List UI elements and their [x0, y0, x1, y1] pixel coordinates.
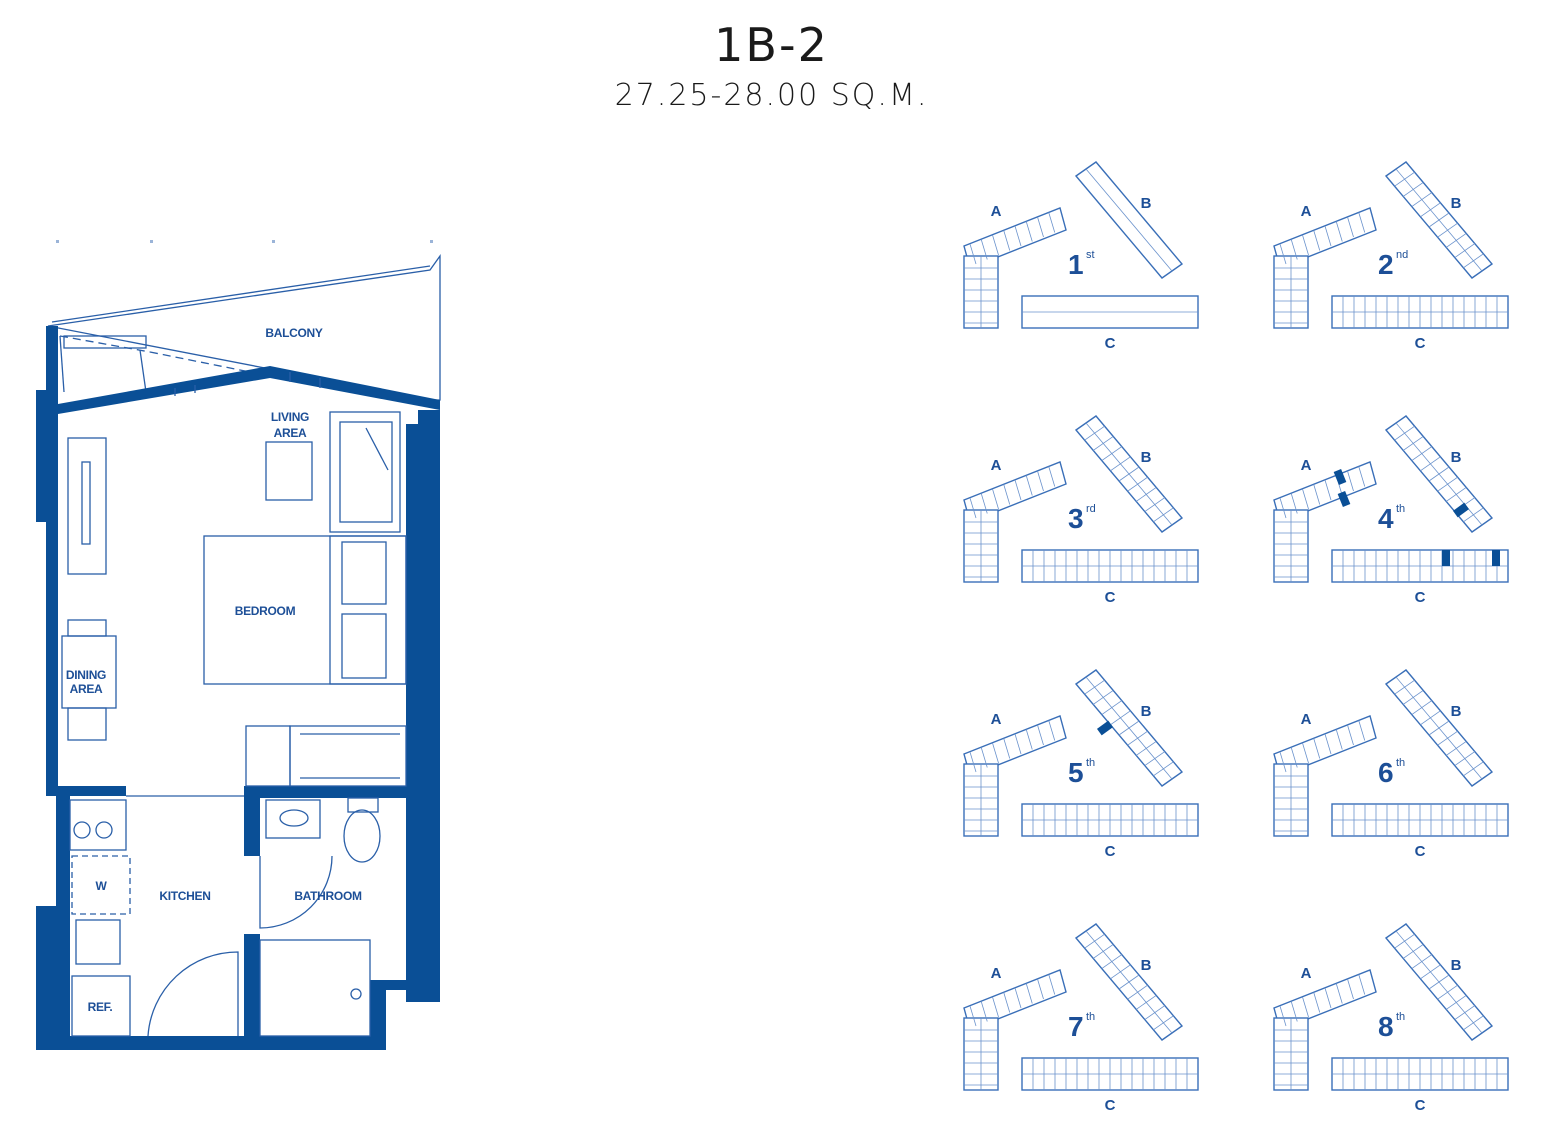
building-c [1331, 1057, 1509, 1091]
building-c-label: C [1415, 335, 1426, 352]
building-b-label: B [1141, 957, 1152, 974]
building-b-label: B [1451, 703, 1462, 720]
exterior-walls [36, 326, 440, 1050]
building-a-label: A [991, 203, 1002, 220]
building-a-label: A [1301, 965, 1312, 982]
floor-number: 6 [1378, 757, 1394, 788]
floor-number: 2 [1378, 249, 1394, 280]
unit-marker [1452, 502, 1470, 518]
floor-number: 7 [1068, 1011, 1084, 1042]
washer-label: W [95, 879, 107, 893]
building-c-label: C [1105, 335, 1116, 352]
floor-plan-diagram: BALCONY LIVING AREA BEDROOM DINING AREA … [36, 240, 441, 1050]
floor-suffix: th [1396, 1011, 1405, 1023]
building-a-label: A [1301, 711, 1312, 728]
building-a [963, 715, 1067, 837]
window-strips [174, 372, 321, 396]
building-a [1273, 207, 1377, 329]
bathroom-label: BATHROOM [294, 889, 362, 903]
unit-marker [1096, 720, 1114, 736]
living-area-label-line2: AREA [274, 426, 307, 440]
building-c [1331, 803, 1509, 837]
floor-suffix: th [1086, 1011, 1095, 1023]
dining-area-label-line1: DINING [66, 668, 106, 682]
unit-marker [1442, 550, 1450, 566]
unit-area-label: 27.25-28.00 SQ.M. [614, 78, 929, 113]
building-b [1074, 923, 1184, 1041]
building-b [1384, 161, 1494, 279]
floor-number: 3 [1068, 503, 1084, 534]
bedroom-label: BEDROOM [235, 604, 296, 618]
living-area-label-line1: LIVING [271, 410, 309, 424]
building-a-label: A [991, 965, 1002, 982]
dining-area-label-line2: AREA [70, 682, 103, 696]
floor-suffix: nd [1396, 249, 1408, 261]
floor-suffix: th [1396, 503, 1405, 515]
building-c [1021, 803, 1199, 837]
building-c-label: C [1415, 843, 1426, 860]
unit-marker [1337, 491, 1351, 507]
fridge-label: REF. [88, 1000, 113, 1014]
balcony-label: BALCONY [265, 326, 323, 340]
floor-suffix: rd [1086, 503, 1096, 515]
building-a [963, 969, 1067, 1091]
building-c-label: C [1105, 589, 1116, 606]
furniture [61, 411, 407, 1037]
building-b-label: B [1141, 449, 1152, 466]
building-a [963, 207, 1067, 329]
building-b [1384, 669, 1494, 787]
floor-number: 4 [1378, 503, 1394, 534]
building-c-label: C [1415, 1097, 1426, 1114]
building-b-label: B [1451, 195, 1462, 212]
kitchen-label: KITCHEN [159, 889, 210, 903]
building-b [1074, 161, 1184, 279]
floor-suffix: th [1086, 757, 1095, 769]
balcony-outline [47, 253, 441, 401]
building-a-label: A [1301, 203, 1312, 220]
building-c [1331, 549, 1509, 583]
building-c [1021, 549, 1199, 583]
building-b [1074, 669, 1184, 787]
building-b-label: B [1451, 449, 1462, 466]
building-b-label: B [1141, 195, 1152, 212]
building-c [1021, 1057, 1199, 1091]
building-c-label: C [1105, 1097, 1116, 1114]
floor-number: 5 [1068, 757, 1084, 788]
building-a [1273, 715, 1377, 837]
building-a-label: A [991, 457, 1002, 474]
building-a [963, 461, 1067, 583]
building-c-label: C [1415, 589, 1426, 606]
building-b [1384, 923, 1494, 1041]
building-b [1074, 415, 1184, 533]
building-a [1273, 461, 1377, 583]
floor-suffix: st [1086, 249, 1095, 261]
floor-number: 1 [1068, 249, 1084, 280]
reference-dots [56, 240, 433, 243]
building-b-label: B [1141, 703, 1152, 720]
unit-marker [1333, 469, 1347, 485]
building-c-label: C [1105, 843, 1116, 860]
building-a-label: A [991, 711, 1002, 728]
floor-suffix: th [1396, 757, 1405, 769]
building-c [1331, 295, 1509, 329]
unit-type-title: 1B-2 [714, 18, 829, 72]
floor-number: 8 [1378, 1011, 1394, 1042]
building-a [1273, 969, 1377, 1091]
building-c [1021, 295, 1199, 329]
building-b-label: B [1451, 957, 1462, 974]
building-a-label: A [1301, 457, 1312, 474]
unit-marker [1492, 550, 1500, 566]
